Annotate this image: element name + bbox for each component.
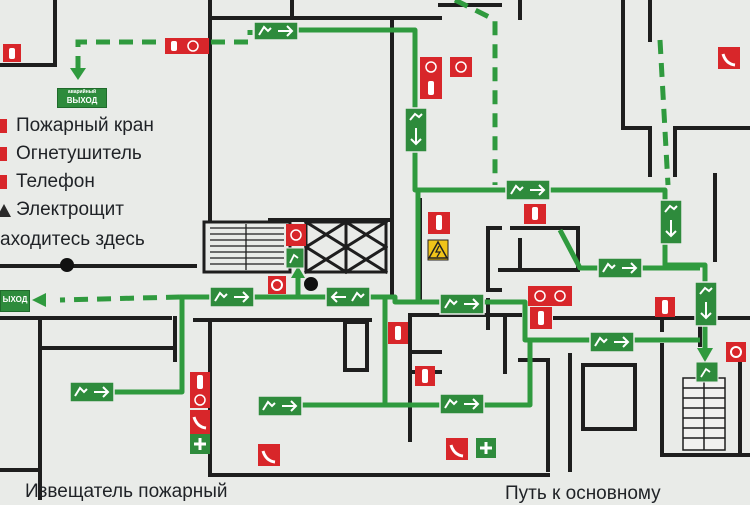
fire-extinguisher-icon (428, 212, 450, 234)
left-staircase (210, 224, 284, 270)
exit-sign-right-icon (257, 395, 303, 417)
exit-sign-right-icon (439, 393, 485, 415)
right-staircase (682, 377, 726, 451)
exit-sign-right-icon (69, 381, 115, 403)
exit-sign-down-icon (659, 199, 683, 245)
top-exit-sign-main: ВЫХОД (66, 96, 98, 105)
exit-sign-right-icon (253, 21, 299, 41)
phone-icon (718, 47, 740, 69)
fire-extinguisher-icon (524, 204, 546, 224)
legend-label: Огнетушитель (16, 143, 142, 164)
fire-hose-icon (190, 392, 210, 408)
fire-extinguisher-icon (190, 372, 210, 392)
fire-hydrant-swatch-icon (0, 119, 7, 133)
alternate-routes (59, 0, 671, 303)
legend-item-phone: Телефон (0, 170, 230, 196)
fire-alarm-icon (268, 276, 286, 294)
fire-extinguisher-icon (3, 44, 21, 62)
fire-alarm-icon (726, 342, 746, 362)
extinguisher-swatch-icon (0, 147, 7, 161)
exit-sign-right-icon (439, 293, 485, 315)
legend-label: Пожарный кран (16, 115, 154, 136)
exit-direction-signs (69, 21, 719, 417)
exit-door-icon (285, 247, 305, 269)
route-arrow-up-left (70, 68, 86, 80)
fire-extinguisher-icon (415, 366, 435, 386)
exit-sign-right-icon (505, 179, 551, 201)
fire-hose-icon (420, 57, 442, 77)
exit-sign-right-icon (209, 286, 255, 308)
legend-label: Телефон (16, 171, 95, 192)
phone-icon (258, 444, 280, 466)
legend-item-fire-hydrant: Пожарный кран (0, 114, 230, 140)
you-are-here-label: аходитесь здесь (0, 229, 145, 250)
left-exit-sign-main: ЫХОД (2, 295, 28, 304)
legend-label: Электрощит (16, 199, 124, 220)
route-arrow-left (32, 293, 46, 307)
phone-icon (190, 410, 210, 434)
top-exit-sign: аварийный ВЫХОД (57, 88, 107, 108)
legend-you-are-here: аходитесь здесь (0, 228, 210, 272)
exit-sign-right-icon (597, 257, 643, 279)
you-are-here-dot-icon (60, 258, 74, 272)
legend-item-electrical: Электрощит (0, 198, 230, 224)
top-exit-sign-small: аварийный (67, 89, 97, 95)
route-arrow-up (291, 266, 305, 278)
route-arrow-down (697, 348, 713, 362)
bottom-legend-left: Извещатель пожарный (25, 481, 228, 502)
first-aid-icon (476, 438, 496, 458)
left-exit-sign: ЫХОД (0, 290, 30, 312)
electrical-triangle-icon (0, 204, 11, 217)
phone-swatch-icon (0, 175, 7, 189)
electrical-panel-icon (427, 239, 449, 261)
exit-door-icon (695, 361, 719, 383)
first-aid-icon (190, 434, 210, 454)
fire-hose-icon (165, 38, 209, 54)
exit-sign-down-icon (694, 281, 718, 327)
legend-item-extinguisher: Огнетушитель (0, 142, 230, 168)
fire-hose-icon (450, 57, 472, 77)
fire-extinguisher-icon (530, 307, 552, 329)
fire-extinguisher-icon (388, 322, 408, 344)
fire-hose-icon (528, 286, 572, 306)
fire-extinguisher-icon (655, 297, 675, 317)
bottom-legend-right: Путь к основному (505, 483, 661, 504)
fire-hose-icon (286, 224, 306, 246)
exit-sign-right-icon (589, 331, 635, 353)
fire-safety-signs (3, 38, 746, 466)
location-marker (304, 277, 318, 291)
fire-extinguisher-icon (420, 77, 442, 99)
exit-sign-down-icon (404, 107, 428, 153)
phone-icon (446, 438, 468, 460)
exit-sign-left-icon (325, 286, 371, 308)
